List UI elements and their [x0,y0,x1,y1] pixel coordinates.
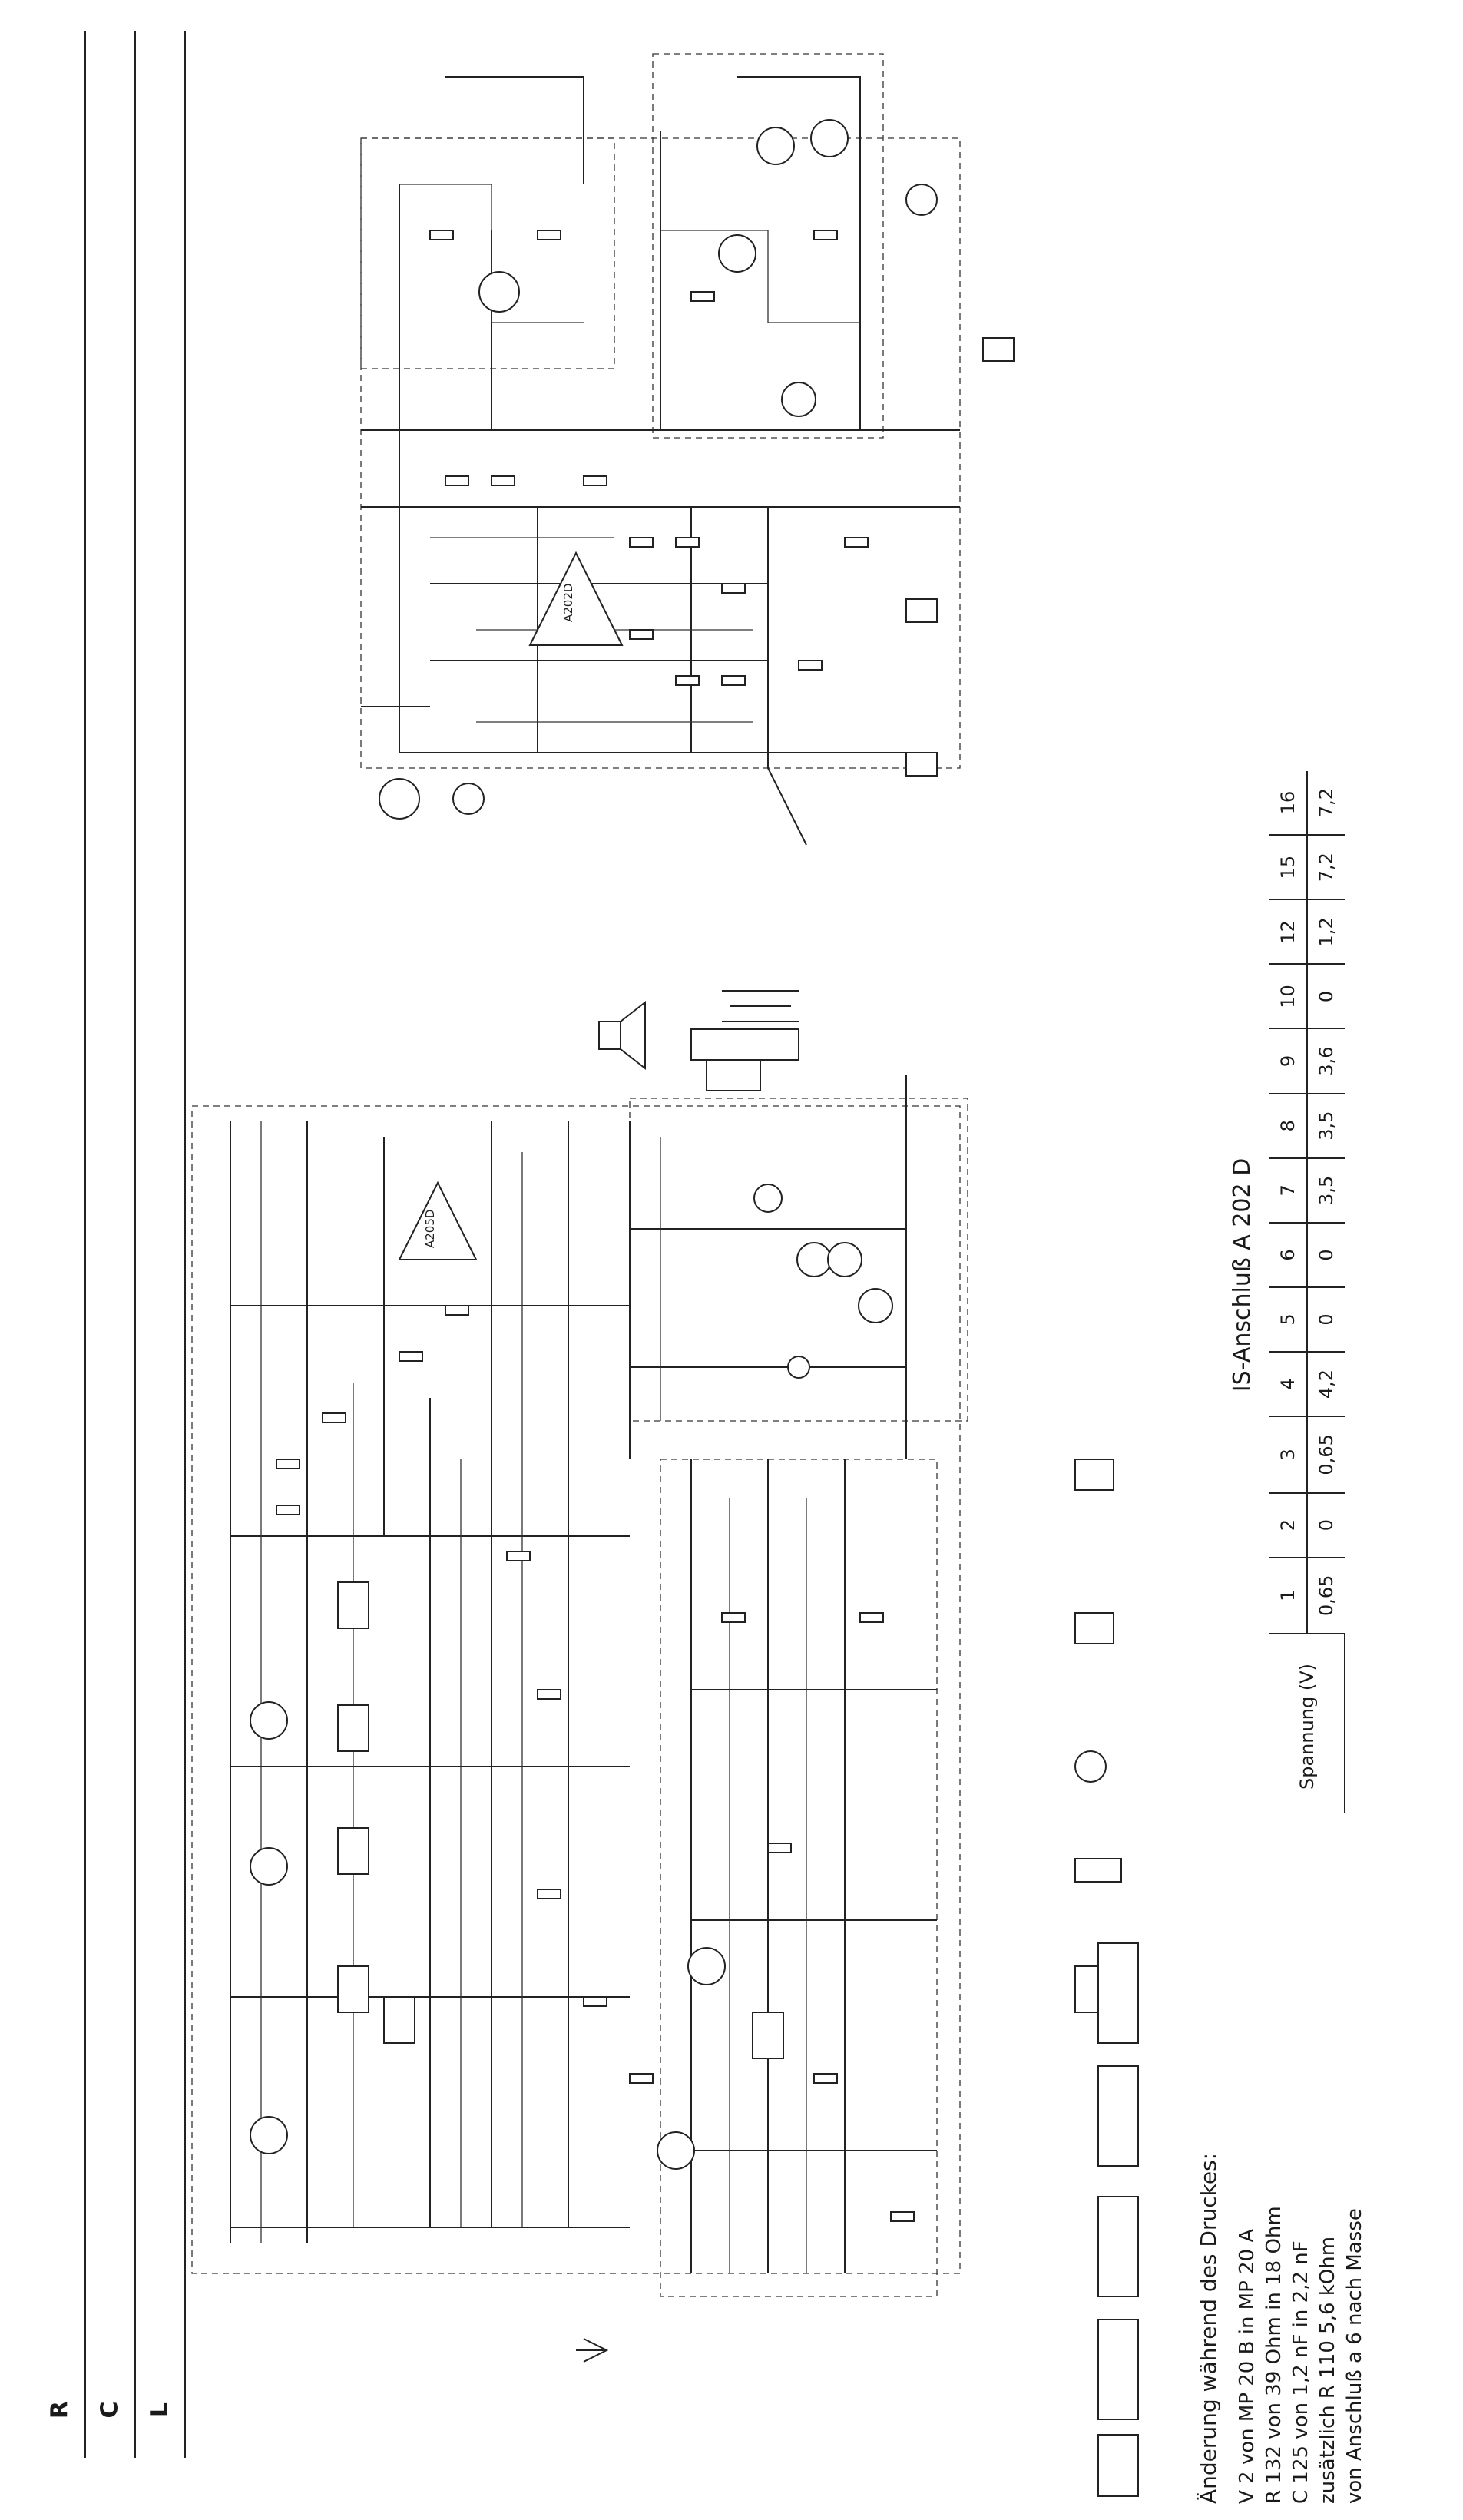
voltage-row-label: Spannung (V) [1269,1634,1345,1813]
pin-cell: 12 [1269,899,1307,965]
value-cell: 1,2 [1307,899,1345,965]
pin-cell: 9 [1269,1028,1307,1094]
strip-rule [134,31,136,2458]
value-cell: 0 [1307,1286,1345,1352]
value-cell: 3,5 [1307,1157,1345,1223]
lower-wiring [230,1075,937,2273]
value-cell: 4,2 [1307,1351,1345,1417]
change-note: Änderung während des Druckes: V 2 von MP… [1194,1951,1455,2504]
value-cell: 7,2 [1307,770,1345,836]
pin-cell: 6 [1269,1222,1307,1287]
voltage-table: IS-Anschluß A 202 D Spannung (V) 1 2 3 4… [1229,737,1444,1813]
row-label-r: R [46,2400,74,2419]
ic-is401-symbol: A205D [398,1181,478,1260]
svg-text:A202D: A202D [561,584,575,622]
change-note-line: C 125 von 1,2 nF in 2,2 nF [1289,2240,1312,2504]
strip-rule [84,31,86,2458]
value-cell: 0 [1307,1492,1345,1558]
change-note-line: R 132 von 39 Ohm in 18 Ohm [1262,2206,1286,2504]
strip-rule [184,31,186,2458]
change-note-heading: Änderung während des Druckes: [1196,2152,1221,2504]
upper-components [379,230,869,820]
value-cell: 0 [1307,1222,1345,1287]
antenna-symbol [576,2338,609,2363]
change-note-line: zusätzlich R 110 5,6 kOhm [1316,2236,1340,2504]
change-note-line: von Anschluß a 6 nach Masse [1343,2208,1367,2504]
pinout-symbols [905,184,1122,2013]
value-cell: 3,6 [1307,1028,1345,1094]
pin-cell: 1 [1269,1557,1307,1634]
pin-cell: 16 [1269,770,1307,836]
lower-transistors [250,1242,893,2170]
pin-cell: 15 [1269,835,1307,900]
upper-transistors [478,119,849,417]
value-cell: 0 [1307,964,1345,1029]
pin-cell: 7 [1269,1157,1307,1223]
pin-cell: 3 [1269,1416,1307,1493]
ic-v1-symbol: A202D [528,551,624,646]
voltage-table-grid: Spannung (V) 1 2 3 4 5 6 7 8 9 10 12 15 … [1269,770,1345,1813]
value-cell: 3,5 [1307,1093,1345,1158]
value-cell: 7,2 [1307,835,1345,900]
pin-cell: 8 [1269,1093,1307,1158]
loudspeaker-symbol [598,1000,646,1071]
value-cell: 0,65 [1307,1416,1345,1493]
lower-components [276,1028,915,2222]
value-cell: 0,65 [1307,1557,1345,1634]
upper-section-frame [360,53,961,769]
lower-section-frame [191,1098,968,2297]
battery-symbol [722,990,799,1022]
row-label-l: L [146,2402,174,2418]
reference-strip: R C L [31,31,186,2458]
pin-cell: 5 [1269,1286,1307,1352]
switch-key-grids [1097,1942,1139,2497]
pins-row: Spannung (V) 1 2 3 4 5 6 7 8 9 10 12 15 … [1269,770,1345,1813]
svg-text:A205D: A205D [423,1210,437,1248]
pin-cell: 10 [1269,964,1307,1029]
upper-wiring [361,76,960,846]
pin-cell: 2 [1269,1492,1307,1558]
voltage-table-title: IS-Anschluß A 202 D [1229,1157,1256,1392]
row-label-c: C [96,2401,124,2419]
change-note-line: V 2 von MP 20 B in MP 20 A [1235,2228,1259,2504]
pin-cell: 4 [1269,1351,1307,1417]
